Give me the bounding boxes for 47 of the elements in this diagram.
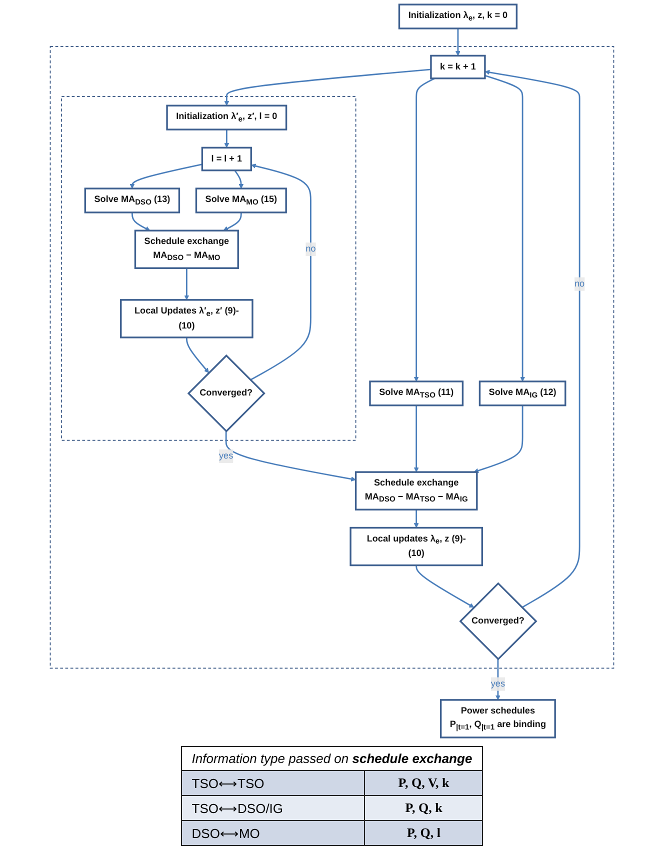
arrow: [234, 170, 244, 189]
value-cell: P, Q, l: [364, 820, 483, 846]
node-box: [84, 188, 180, 214]
arrow: [250, 164, 312, 381]
node-box: [195, 188, 287, 214]
edge-label: yes: [490, 678, 506, 689]
node-box: [201, 146, 252, 172]
cluster: [61, 96, 356, 441]
arrow: [130, 164, 202, 189]
node-box: [478, 380, 566, 406]
node-diamond: [459, 582, 538, 660]
node-box: [350, 526, 483, 566]
link-cell: TSO⟷TSO: [181, 770, 365, 796]
node-box: [398, 4, 518, 30]
cluster: [50, 46, 614, 669]
arrow: [414, 510, 419, 528]
node-box: [166, 104, 288, 130]
link-cell: DSO⟷MO: [181, 820, 365, 846]
node-box: [120, 299, 254, 338]
node-box: [430, 54, 486, 80]
node-box: [354, 471, 478, 510]
arrow: [416, 565, 474, 608]
arrow: [455, 28, 460, 56]
arrow: [131, 212, 150, 231]
arrow: [484, 70, 580, 608]
value-cell: P, Q, V, k: [364, 770, 483, 796]
arrow: [484, 74, 526, 382]
edge-label: yes: [219, 451, 234, 461]
node-box: [134, 230, 239, 269]
table-header: Information type passed on schedule exchange: [181, 746, 483, 770]
arrow: [225, 431, 356, 482]
arrow: [495, 659, 500, 700]
arrow: [414, 78, 436, 382]
arrow: [186, 337, 210, 374]
arrow: [414, 405, 419, 472]
node-box: [369, 380, 464, 406]
arrow: [224, 68, 432, 106]
arrow: [223, 212, 242, 231]
arrow: [184, 268, 190, 300]
edge-label: no: [574, 278, 585, 289]
arrow: [474, 405, 524, 474]
node-diamond: [187, 354, 266, 432]
edge-label: no: [306, 244, 316, 254]
link-cell: TSO⟷DSO/IG: [181, 796, 365, 820]
value-cell: P, Q, k: [364, 796, 483, 820]
arrow: [224, 130, 230, 148]
node-box: [440, 699, 556, 738]
